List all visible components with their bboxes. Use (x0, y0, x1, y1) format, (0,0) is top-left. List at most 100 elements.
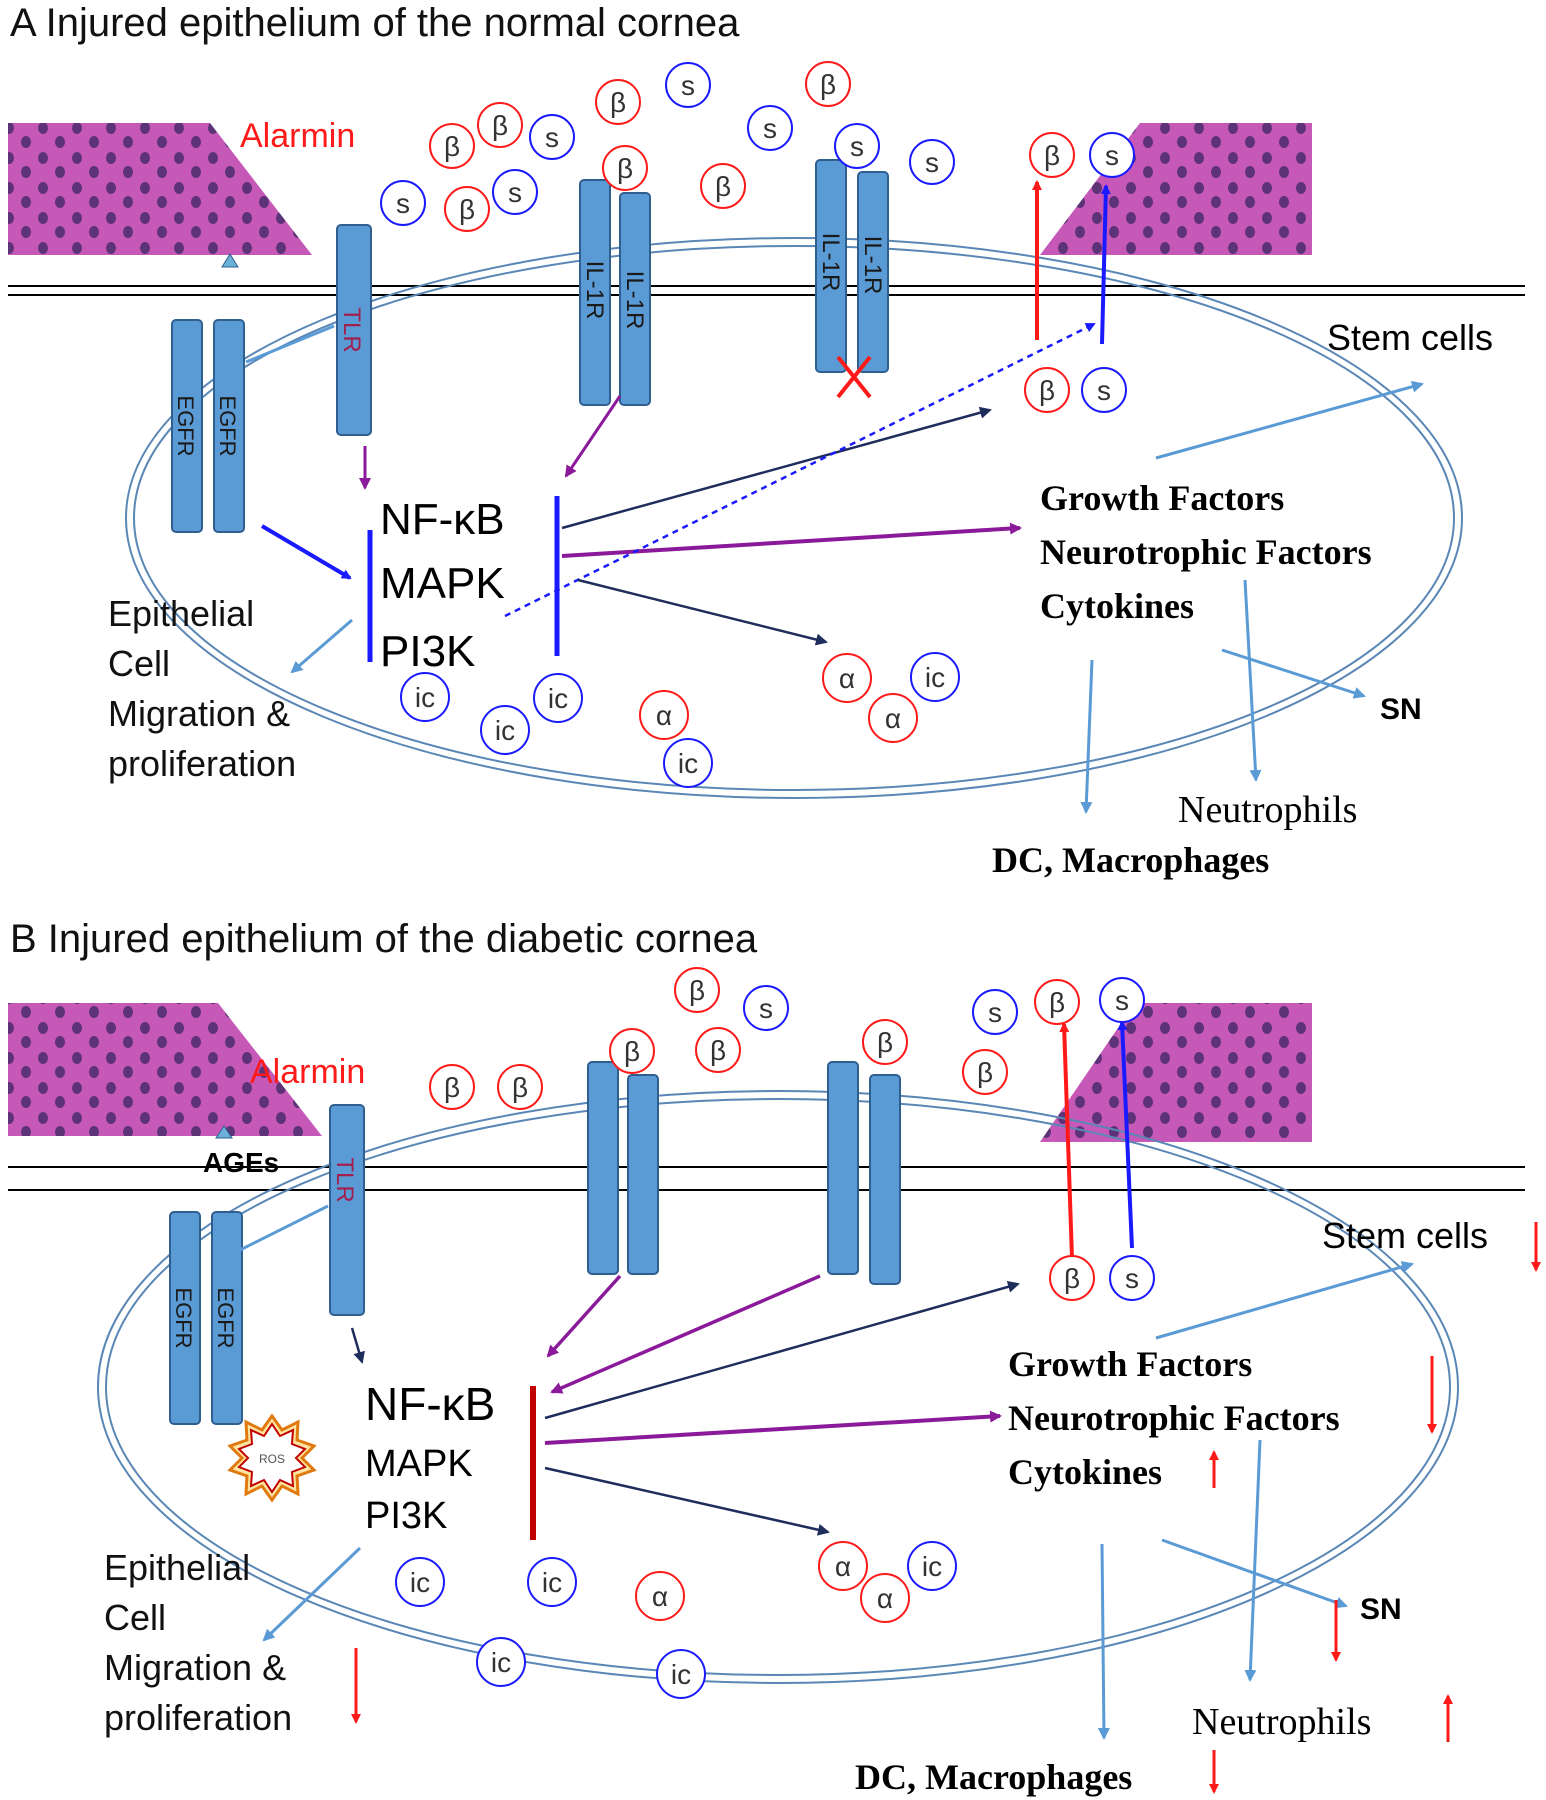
svg-text:β: β (689, 975, 705, 1006)
svg-text:α: α (652, 1581, 668, 1612)
il1r-label: IL-1R (621, 271, 648, 330)
arrow-to-dc (1080, 659, 1094, 814)
molecule-beta: β (609, 1028, 655, 1074)
molecule-ic: ic (533, 673, 583, 723)
panel-a: A Injured epithelium of the normal corne… (8, 1, 1525, 880)
molecule-s: s (492, 169, 538, 215)
molecule-beta: β (674, 967, 720, 1013)
pathway-mapk: MAPK (380, 559, 505, 608)
arrow-tlr-to-nfkb (350, 1327, 365, 1364)
alarmin-triangle-icon (221, 253, 239, 268)
molecule-beta: β (695, 1027, 741, 1073)
svg-text:s: s (1105, 140, 1119, 171)
il1r-label: IL-1R (859, 236, 886, 295)
molecule-beta: β (1029, 132, 1075, 178)
molecule-s: s (665, 62, 711, 108)
egfr-receptor (213, 319, 245, 533)
svg-text:β: β (820, 69, 836, 100)
arrow-to-stem-cells (1155, 380, 1424, 460)
neutrophils-label: Neutrophils (1178, 789, 1357, 831)
molecule-alpha: α (860, 1573, 910, 1623)
molecule-ic: ic (663, 738, 713, 788)
il1r-receptor (815, 159, 847, 373)
arrow-to-migration (290, 618, 353, 674)
arrow-egfr-to-pathway (260, 524, 352, 580)
svg-text:β: β (617, 153, 633, 184)
molecule-s: s (1089, 132, 1135, 178)
molecule-beta: β (429, 1064, 475, 1110)
arrow-to-alpha (544, 1466, 830, 1536)
egfr-label: EGFR (171, 1287, 196, 1348)
migration-label: proliferation (108, 743, 296, 784)
svg-text:s: s (1097, 375, 1111, 406)
ages-triangle-icon (215, 1125, 233, 1139)
svg-text:ic: ic (922, 1551, 942, 1582)
molecule-s: s (747, 105, 793, 151)
svg-text:β: β (444, 131, 460, 162)
arrow-egfr-to-tlr (239, 1204, 329, 1252)
tissue-left (8, 1003, 322, 1136)
molecule-beta: β (477, 102, 523, 148)
cytokines-label: Cytokines (1008, 1452, 1162, 1492)
arrow-beta-up (1059, 1022, 1074, 1259)
il1r-receptor (619, 192, 651, 406)
egfr-receptor (169, 1211, 201, 1425)
migration-label: Migration & (104, 1647, 286, 1688)
molecule-s: s (743, 985, 789, 1031)
egfr-receptor (171, 319, 203, 533)
molecule-alpha: α (868, 693, 918, 743)
svg-text:s: s (545, 122, 559, 153)
svg-text:β: β (459, 194, 475, 225)
molecule-alpha: α (639, 690, 689, 740)
tissue-right (1040, 1003, 1312, 1142)
egfr-label: EGFR (213, 1287, 238, 1348)
arrow-to-factors (561, 522, 1022, 558)
receptor (869, 1074, 901, 1285)
svg-text:s: s (396, 188, 410, 219)
molecule-beta: β (602, 145, 648, 191)
molecule-ic: ic (476, 1637, 526, 1687)
svg-text:ic: ic (491, 1647, 511, 1678)
stem-cells-label: Stem cells (1327, 317, 1493, 358)
migration-label: proliferation (104, 1697, 292, 1738)
molecule-beta: β (429, 123, 475, 169)
arrow-to-neutrophils (1244, 1439, 1262, 1682)
ages-label: AGEs (203, 1147, 279, 1178)
ros-starburst-icon: ROS (227, 1413, 317, 1503)
arrow-to-neutrophils (1243, 579, 1262, 782)
arrow-to-sn (1221, 648, 1366, 699)
panel-b-title: B Injured epithelium of the diabetic cor… (10, 917, 758, 961)
molecule-beta: β (1034, 979, 1080, 1025)
migration-label: Migration & (108, 693, 290, 734)
receptor (627, 1074, 659, 1275)
molecule-beta: β (862, 1019, 908, 1065)
molecule-ic: ic (910, 652, 960, 702)
molecule-beta: β (1049, 1255, 1095, 1301)
cell-outline (97, 1090, 1459, 1684)
svg-text:α: α (885, 703, 901, 734)
cell-outline (105, 1098, 1451, 1676)
molecule-s: s (909, 139, 955, 185)
svg-text:β: β (610, 87, 626, 118)
svg-text:α: α (656, 700, 672, 731)
pathway-nfkb: NF-κB (365, 1378, 495, 1430)
panel-b: B Injured epithelium of the diabetic cor… (8, 917, 1541, 1797)
il1r-receptor (857, 171, 889, 373)
neurotrophic-factors-label: Neurotrophic Factors (1008, 1398, 1340, 1438)
svg-text:s: s (763, 113, 777, 144)
sn-label: SN (1360, 1593, 1402, 1626)
tissue-right (1040, 123, 1312, 255)
molecule-beta: β (805, 61, 851, 107)
cell-outline (125, 237, 1463, 799)
svg-text:ic: ic (415, 682, 435, 713)
molecule-ic: ic (656, 1649, 706, 1699)
alarmin-label: Alarmin (250, 1053, 365, 1091)
svg-text:β: β (1049, 987, 1065, 1018)
molecule-s: s (1099, 977, 1145, 1023)
arrow-s-up (1100, 184, 1111, 345)
svg-text:β: β (1044, 140, 1060, 171)
tlr-receptor (336, 224, 372, 436)
molecule-s: s (529, 114, 575, 160)
svg-text:ROS: ROS (259, 1452, 285, 1466)
